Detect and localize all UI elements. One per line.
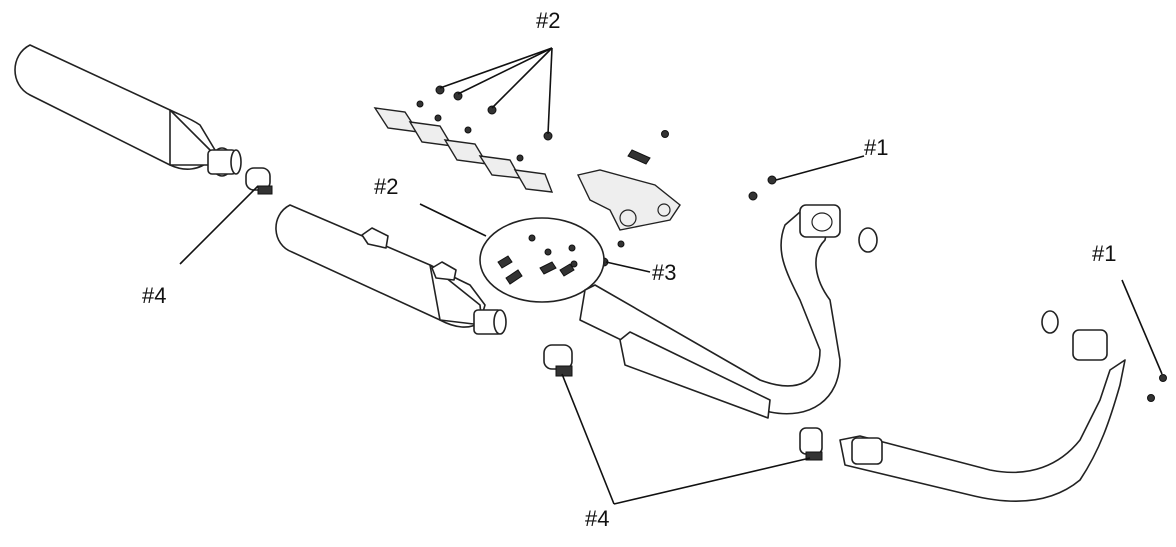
callout-bottom-clamps: #4 bbox=[585, 506, 610, 531]
left-clamp bbox=[245, 167, 273, 195]
upper-muffler bbox=[14, 44, 242, 177]
hardware-bag bbox=[479, 217, 605, 303]
callout-left-clamp: #4 bbox=[142, 283, 167, 308]
heat-shields bbox=[373, 107, 554, 193]
rear-header-pipe bbox=[839, 310, 1167, 503]
front-header-pipe bbox=[579, 204, 878, 419]
mounting-bracket bbox=[576, 149, 681, 231]
callout-gasket: #3 bbox=[652, 260, 677, 285]
callout-upper-flange-nut: #1 bbox=[864, 135, 889, 160]
callout-mid-hardware: #2 bbox=[374, 174, 399, 199]
lower-muffler bbox=[275, 204, 507, 335]
callout-top-hardware: #2 bbox=[536, 8, 561, 33]
lower-clamp bbox=[799, 427, 823, 461]
top-screws bbox=[416, 85, 777, 267]
callout-right-flange-nut: #1 bbox=[1092, 241, 1117, 266]
middle-clamp bbox=[543, 344, 573, 377]
leader-lines bbox=[179, 47, 1163, 505]
